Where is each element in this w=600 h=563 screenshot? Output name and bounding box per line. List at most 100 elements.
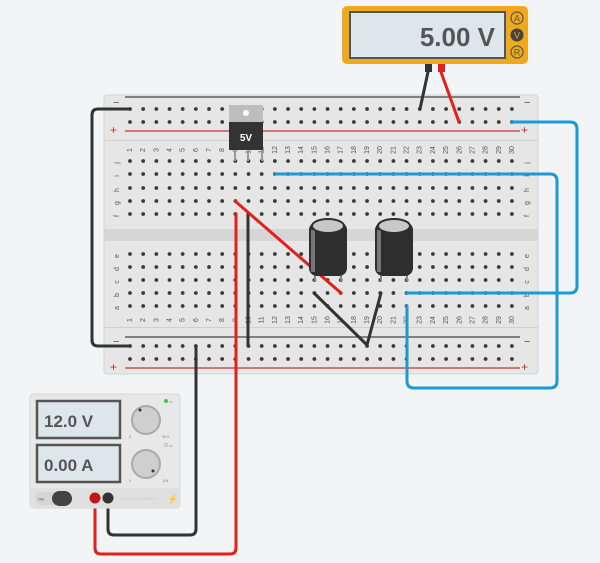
breadboard-holes[interactable] — [128, 107, 514, 361]
terminal-hole[interactable] — [457, 265, 462, 269]
rail-hole[interactable] — [483, 107, 488, 111]
terminal-hole[interactable] — [207, 304, 211, 308]
terminal-hole[interactable] — [154, 212, 159, 216]
terminal-hole[interactable] — [193, 199, 198, 203]
rail-hole[interactable] — [483, 344, 488, 348]
black-probe-connector[interactable] — [425, 64, 432, 72]
terminal-hole[interactable] — [510, 278, 514, 282]
terminal-hole[interactable] — [167, 304, 172, 308]
rail-hole[interactable] — [167, 344, 172, 348]
terminal-hole[interactable] — [220, 304, 225, 308]
rail-hole[interactable] — [338, 357, 343, 361]
terminal-hole[interactable] — [167, 252, 172, 256]
capacitor-1[interactable] — [309, 218, 347, 281]
rail-hole[interactable] — [496, 107, 501, 111]
terminal-hole[interactable] — [180, 172, 185, 176]
terminal-hole[interactable] — [470, 265, 475, 269]
terminal-hole[interactable] — [272, 252, 277, 256]
rail-hole[interactable] — [259, 357, 264, 361]
terminal-hole[interactable] — [325, 199, 330, 203]
terminal-hole[interactable] — [193, 265, 198, 269]
rail-hole[interactable] — [351, 107, 356, 111]
terminal-hole[interactable] — [444, 212, 448, 216]
terminal-hole[interactable] — [233, 186, 238, 190]
rail-hole[interactable] — [141, 357, 146, 361]
terminal-hole[interactable] — [351, 291, 356, 295]
terminal-hole[interactable] — [286, 278, 290, 282]
rail-hole[interactable] — [312, 120, 317, 124]
rail-hole[interactable] — [470, 357, 475, 361]
rail-hole[interactable] — [299, 344, 304, 348]
terminal-hole[interactable] — [404, 199, 409, 203]
terminal-hole[interactable] — [325, 291, 330, 295]
rail-hole[interactable] — [510, 344, 514, 348]
rail-hole[interactable] — [404, 120, 409, 124]
terminal-hole[interactable] — [180, 199, 185, 203]
terminal-hole[interactable] — [259, 252, 264, 256]
terminal-hole[interactable] — [220, 265, 225, 269]
voltage-regulator[interactable]: 5V — [229, 105, 263, 161]
terminal-hole[interactable] — [141, 186, 146, 190]
terminal-hole[interactable] — [417, 265, 422, 269]
terminal-hole[interactable] — [180, 159, 185, 163]
rail-hole[interactable] — [154, 120, 159, 124]
rail-hole[interactable] — [128, 357, 132, 361]
terminal-hole[interactable] — [470, 252, 475, 256]
rail-hole[interactable] — [180, 357, 185, 361]
terminal-hole[interactable] — [286, 265, 290, 269]
rail-hole[interactable] — [496, 357, 501, 361]
terminal-hole[interactable] — [483, 278, 488, 282]
rail-hole[interactable] — [510, 357, 514, 361]
terminal-hole[interactable] — [128, 304, 132, 308]
voltage-knob[interactable] — [131, 405, 161, 435]
rail-hole[interactable] — [207, 107, 211, 111]
capacitor-2[interactable] — [375, 218, 413, 281]
terminal-hole[interactable] — [193, 212, 198, 216]
terminal-hole[interactable] — [457, 278, 462, 282]
terminal-hole[interactable] — [404, 186, 409, 190]
terminal-hole[interactable] — [483, 159, 488, 163]
terminal-hole[interactable] — [365, 304, 369, 308]
terminal-hole[interactable] — [272, 278, 277, 282]
terminal-hole[interactable] — [417, 304, 422, 308]
terminal-hole[interactable] — [272, 212, 277, 216]
positive-terminal[interactable] — [89, 492, 101, 504]
terminal-hole[interactable] — [220, 186, 225, 190]
terminal-hole[interactable] — [496, 252, 501, 256]
terminal-hole[interactable] — [338, 212, 343, 216]
input-cap-wire[interactable] — [233, 199, 343, 295]
terminal-hole[interactable] — [483, 265, 488, 269]
terminal-hole[interactable] — [417, 212, 422, 216]
terminal-hole[interactable] — [299, 304, 304, 308]
terminal-hole[interactable] — [312, 212, 317, 216]
rail-hole[interactable] — [496, 120, 501, 124]
terminal-hole[interactable] — [193, 186, 198, 190]
terminal-hole[interactable] — [154, 304, 159, 308]
terminal-hole[interactable] — [444, 159, 448, 163]
rail-hole[interactable] — [510, 107, 514, 111]
terminal-hole[interactable] — [180, 212, 185, 216]
rail-hole[interactable] — [351, 120, 356, 124]
terminal-hole[interactable] — [154, 172, 159, 176]
rail-hole[interactable] — [141, 107, 146, 111]
terminal-hole[interactable] — [431, 199, 435, 203]
terminal-hole[interactable] — [286, 252, 290, 256]
rail-hole[interactable] — [444, 357, 448, 361]
rail-hole[interactable] — [351, 344, 356, 348]
rail-hole[interactable] — [417, 357, 422, 361]
rail-hole[interactable] — [286, 344, 290, 348]
terminal-hole[interactable] — [444, 199, 448, 203]
terminal-hole[interactable] — [154, 291, 159, 295]
terminal-hole[interactable] — [391, 186, 396, 190]
rail-hole[interactable] — [299, 120, 304, 124]
terminal-hole[interactable] — [299, 278, 304, 282]
terminal-hole[interactable] — [220, 278, 225, 282]
rail-hole[interactable] — [338, 344, 343, 348]
rail-hole[interactable] — [391, 357, 396, 361]
terminal-hole[interactable] — [180, 186, 185, 190]
terminal-hole[interactable] — [391, 199, 396, 203]
terminal-hole[interactable] — [180, 278, 185, 282]
terminal-hole[interactable] — [299, 212, 304, 216]
rail-hole[interactable] — [391, 344, 396, 348]
